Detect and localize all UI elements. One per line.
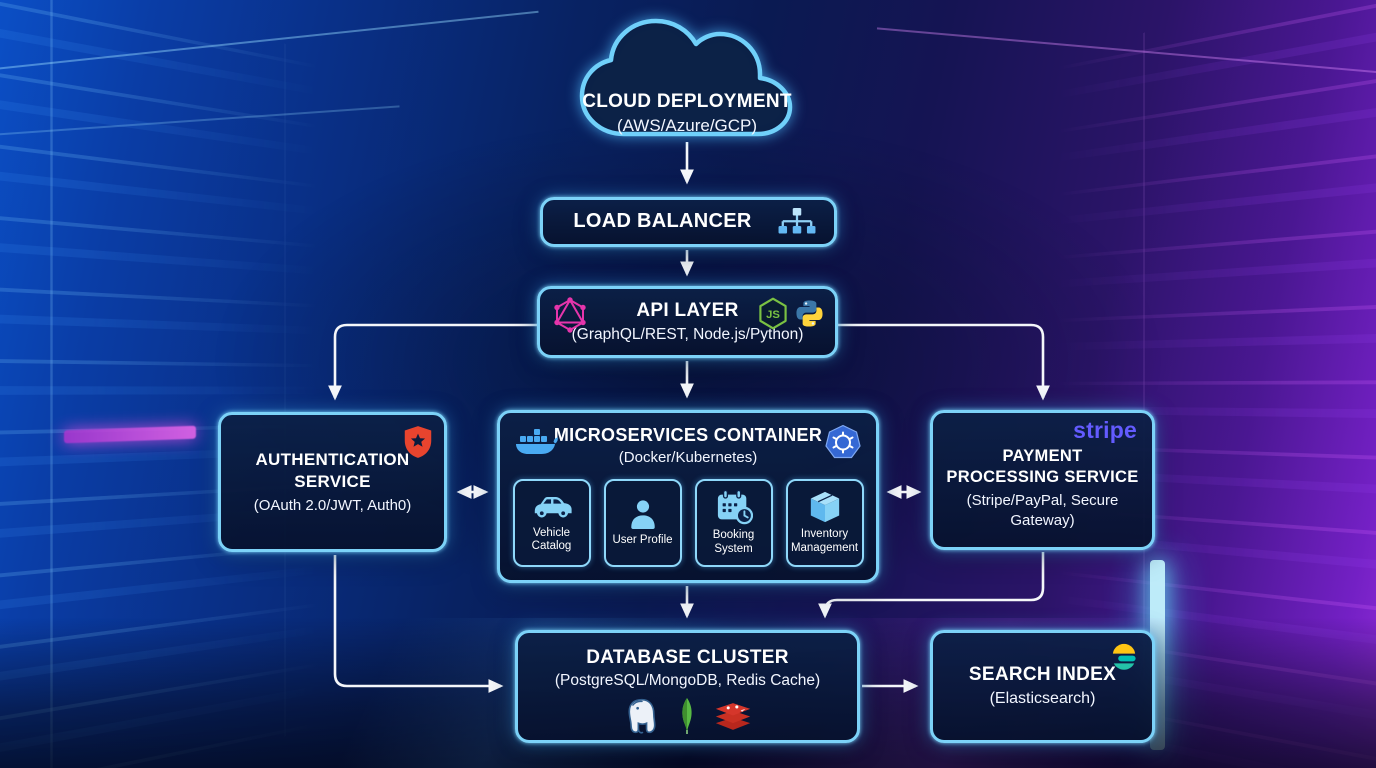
database-logos-row: [622, 696, 754, 736]
service-booking-system: Booking System: [694, 478, 773, 567]
microservices-subtitle: (Docker/Kubernetes): [618, 449, 758, 467]
cloud-shape: [579, 18, 793, 137]
search-index-subtitle: (Elasticsearch): [989, 690, 1096, 708]
nodejs-js-letters: JS: [766, 309, 780, 321]
microservices-grid: Vehicle Catalog User Profile: [512, 478, 864, 567]
service-user-profile: User Profile: [603, 478, 682, 567]
auth-service-subtitle: (OAuth 2.0/JWT, Auth0): [253, 496, 412, 514]
service-label: Inventory Management: [790, 528, 859, 554]
calendar-clock-icon: [717, 490, 753, 525]
api-layer-subtitle: (GraphQL/REST, Node.js/Python): [571, 326, 804, 344]
user-icon: [630, 500, 655, 529]
kubernetes-helm-icon: [825, 424, 861, 459]
load-balancer-node: LOAD BALANCER: [540, 197, 837, 247]
postgresql-elephant-icon: [627, 699, 656, 734]
api-layer-node: API LAYER (GraphQL/REST, Node.js/Python)…: [537, 286, 838, 358]
cloud-deployment-node: CLOUD DEPLOYMENT (AWS/Azure/GCP): [552, 6, 822, 156]
payment-subtitle: (Stripe/PayPal, Secure Gateway): [966, 492, 1119, 529]
service-label: User Profile: [612, 533, 673, 546]
database-subtitle: (PostgreSQL/MongoDB, Redis Cache): [554, 672, 821, 690]
search-index-node: SEARCH INDEX (Elasticsearch): [930, 630, 1155, 743]
service-inventory-management: Inventory Management: [785, 478, 864, 567]
search-index-title: SEARCH INDEX: [968, 663, 1117, 685]
api-layer-title: API LAYER: [636, 299, 739, 321]
service-vehicle-catalog: Vehicle Catalog: [512, 478, 591, 567]
payment-processing-node: stripe PAYMENT PROCESSING SERVICE (Strip…: [930, 410, 1155, 550]
database-cluster-node: DATABASE CLUSTER (PostgreSQL/MongoDB, Re…: [515, 630, 860, 743]
python-icon: [796, 300, 823, 327]
load-balancer-title: LOAD BALANCER: [573, 210, 752, 233]
redis-stack-icon: [715, 703, 750, 730]
microservices-container-node: MICROSERVICES CONTAINER (Docker/Kubernet…: [497, 410, 879, 583]
network-tree-icon: [778, 207, 816, 234]
package-icon: [810, 492, 839, 523]
service-label: Vehicle Catalog: [531, 526, 572, 553]
elasticsearch-icon: [1112, 643, 1136, 670]
auth0-shield-icon: [404, 426, 432, 458]
nodejs-icon: JS: [759, 297, 787, 330]
auth-service-title: AUTHENTICATION SERVICE: [255, 450, 410, 491]
service-label: Booking System: [712, 529, 755, 555]
database-title: DATABASE CLUSTER: [586, 647, 789, 668]
car-icon: [534, 496, 572, 518]
docker-whale-icon: [516, 429, 558, 454]
microservices-title: MICROSERVICES CONTAINER: [553, 425, 823, 445]
graphql-icon: [554, 297, 586, 333]
authentication-service-node: AUTHENTICATION SERVICE (OAuth 2.0/JWT, A…: [218, 412, 447, 552]
stripe-wordmark: stripe: [1073, 417, 1137, 443]
mongodb-leaf-icon: [681, 698, 692, 735]
payment-title: PAYMENT PROCESSING SERVICE: [946, 446, 1139, 486]
cloud-subtitle: (AWS/Azure/GCP): [616, 116, 758, 136]
cloud-title: CLOUD DEPLOYMENT: [582, 91, 792, 112]
